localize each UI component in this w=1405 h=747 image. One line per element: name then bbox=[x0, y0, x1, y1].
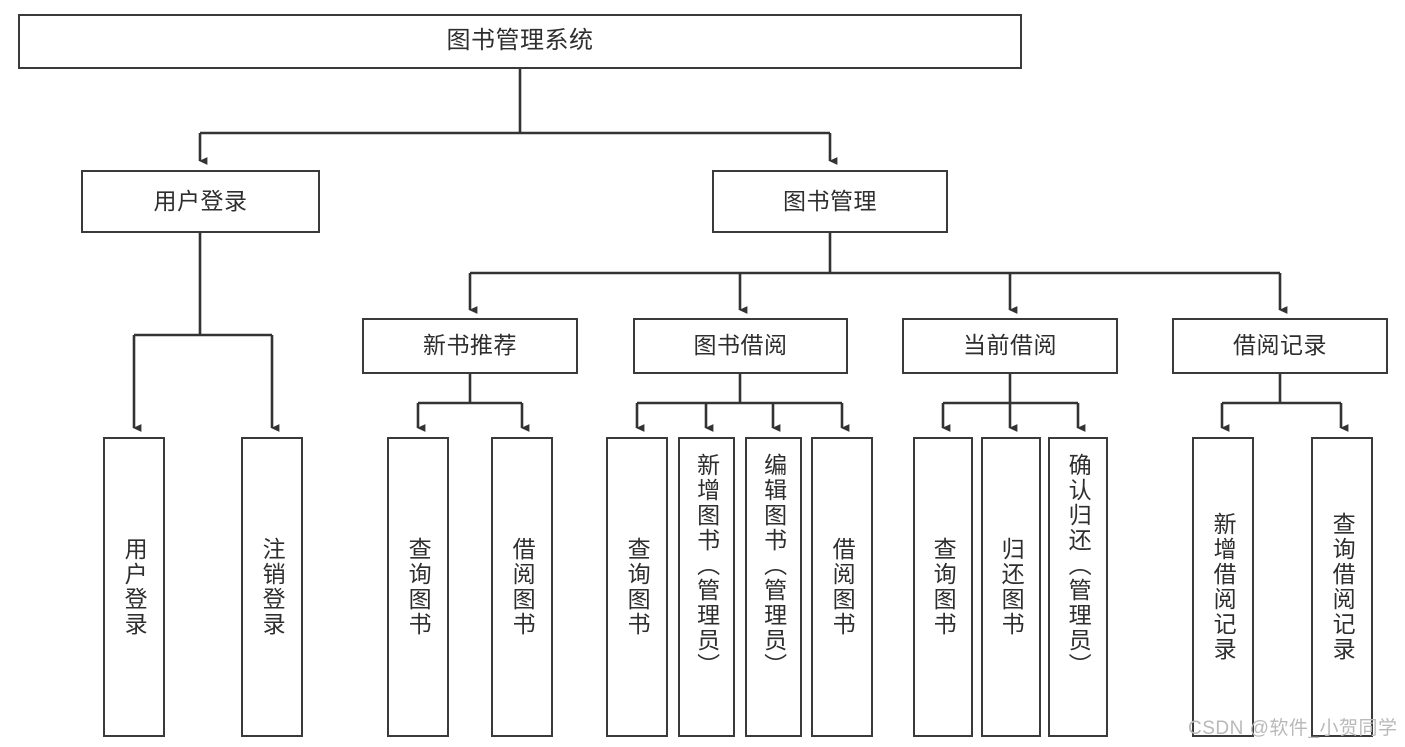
node-label: 图书管理系统 bbox=[446, 27, 594, 55]
leaf-query-book-borrow[interactable]: 查询图书 bbox=[606, 437, 668, 737]
node-label: 注销登录 bbox=[259, 537, 286, 637]
leaf-user-login[interactable]: 用户登录 bbox=[103, 437, 165, 737]
node-label: 新增图书（管理员） bbox=[693, 453, 720, 678]
leaf-query-borrow-record[interactable]: 查询借阅记录 bbox=[1311, 437, 1373, 737]
node-book-borrow[interactable]: 图书借阅 bbox=[633, 318, 848, 374]
node-label: 借阅图书 bbox=[509, 537, 536, 637]
node-book-management[interactable]: 图书管理 bbox=[712, 170, 948, 233]
node-label: 图书管理 bbox=[783, 187, 877, 214]
leaf-logout[interactable]: 注销登录 bbox=[241, 437, 303, 737]
leaf-edit-book-admin[interactable]: 编辑图书（管理员） bbox=[745, 437, 802, 737]
leaf-confirm-return-admin[interactable]: 确认归还（管理员） bbox=[1048, 437, 1108, 737]
node-label: 确认归还（管理员） bbox=[1065, 453, 1092, 678]
node-label: 编辑图书（管理员） bbox=[760, 453, 787, 678]
node-label: 新书推荐 bbox=[423, 332, 517, 359]
leaf-query-book-current[interactable]: 查询图书 bbox=[913, 437, 973, 737]
node-label: 当前借阅 bbox=[963, 332, 1057, 359]
node-label: 借阅记录 bbox=[1233, 332, 1327, 359]
node-label: 图书借阅 bbox=[693, 332, 788, 359]
node-label: 新增借阅记录 bbox=[1210, 512, 1237, 662]
node-label: 查询借阅记录 bbox=[1329, 512, 1356, 662]
node-label: 查询图书 bbox=[624, 537, 651, 637]
node-label: 归还图书 bbox=[998, 537, 1025, 637]
leaf-add-borrow-record[interactable]: 新增借阅记录 bbox=[1192, 437, 1254, 737]
node-root-system[interactable]: 图书管理系统 bbox=[18, 14, 1022, 69]
node-current-borrow[interactable]: 当前借阅 bbox=[902, 318, 1118, 374]
leaf-borrow-book-recommend[interactable]: 借阅图书 bbox=[491, 437, 553, 737]
node-label: 用户登录 bbox=[121, 537, 148, 637]
node-label: 用户登录 bbox=[153, 187, 248, 214]
node-borrow-record[interactable]: 借阅记录 bbox=[1172, 318, 1388, 374]
node-label: 查询图书 bbox=[930, 537, 957, 637]
leaf-borrow-book[interactable]: 借阅图书 bbox=[811, 437, 873, 737]
leaf-query-book-recommend[interactable]: 查询图书 bbox=[387, 437, 449, 737]
node-label: 借阅图书 bbox=[829, 537, 856, 637]
leaf-add-book-admin[interactable]: 新增图书（管理员） bbox=[678, 437, 735, 737]
node-new-book-recommend[interactable]: 新书推荐 bbox=[362, 318, 578, 374]
leaf-return-book[interactable]: 归还图书 bbox=[981, 437, 1041, 737]
node-label: 查询图书 bbox=[405, 537, 432, 637]
csdn-watermark: CSDN @软件_小贺同学 bbox=[1188, 718, 1398, 739]
node-user-login[interactable]: 用户登录 bbox=[81, 170, 320, 233]
